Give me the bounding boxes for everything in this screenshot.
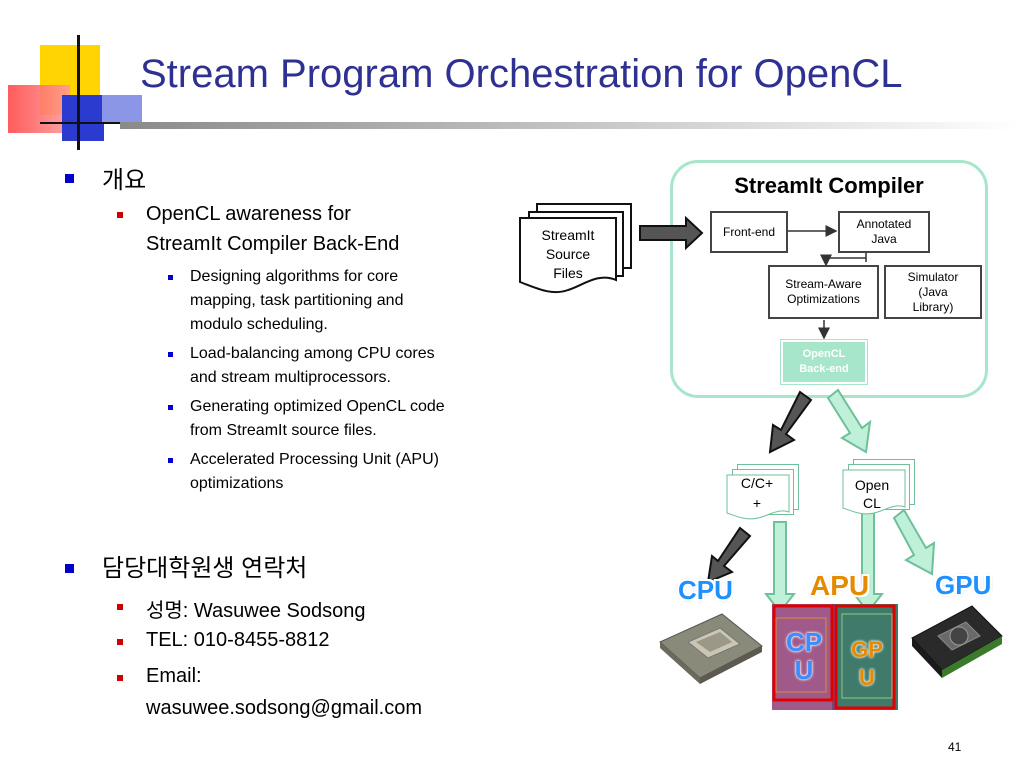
front-end-box: Front-end <box>710 211 788 253</box>
simulator-box: Simulator (Java Library) <box>884 265 982 319</box>
opencl-backend-line1: OpenCL <box>802 348 846 360</box>
bullet-icon <box>168 352 173 357</box>
opencl-output-line2: CL <box>863 495 881 511</box>
simulator-line1: Simulator <box>907 269 959 284</box>
contact-email-label: Email: <box>146 665 202 687</box>
c-output-line2: + <box>752 495 762 511</box>
apu-cpu-line2: U <box>794 655 814 685</box>
gpu-label: GPU <box>935 570 992 600</box>
bullet-icon <box>168 458 173 463</box>
annotated-java-line1: Annotated <box>856 217 912 231</box>
apu-gpu-label: GP U <box>840 636 894 692</box>
subitem-3-line2: from StreamIt source files. <box>190 422 377 439</box>
cpu-chip-icon <box>659 613 763 684</box>
source-files-line1: StreamIt <box>541 227 595 243</box>
c-to-apu-arrow <box>763 521 797 614</box>
opencl-backend-box: OpenCL Back-end <box>780 339 868 385</box>
document-icon <box>519 217 617 294</box>
page-number: 41 <box>948 740 962 754</box>
subitem-2-line1: Load-balancing among CPU cores <box>190 345 435 362</box>
backend-to-c-arrow <box>768 390 813 454</box>
item1-line2: StreamIt Compiler Back-End <box>146 233 400 255</box>
subitem-2-line2: and stream multiprocessors. <box>190 369 391 386</box>
opencl-backend-line2: Back-end <box>799 363 849 375</box>
annotated-java-line2: Java <box>871 232 897 246</box>
page-title: Stream Program Orchestration for OpenCL <box>140 52 903 96</box>
stream-aware-box: Stream-Aware Optimizations <box>768 265 879 319</box>
subitem-4-line1: Accelerated Processing Unit (APU) <box>190 451 439 468</box>
cpu-label: CPU <box>678 575 733 605</box>
apu-gpu-line2: U <box>859 665 875 690</box>
document-icon <box>842 469 906 515</box>
apu-cpu-label: CP U <box>776 628 832 684</box>
subitem-1-line1: Designing algorithms for core <box>190 268 399 285</box>
bullet-icon <box>168 275 173 280</box>
gpu-card-icon <box>911 605 1003 678</box>
bullet-icon <box>65 564 74 573</box>
c-output-line1: C/C+ <box>740 475 774 491</box>
contact-heading: 담당대학원생 연락처 <box>102 555 308 582</box>
front-end-label: Front-end <box>722 224 776 239</box>
item1-line1: OpenCL awareness for <box>146 203 351 225</box>
bullet-icon <box>117 604 123 610</box>
subitem-4-line2: optimizations <box>190 475 284 492</box>
opencl-to-apu-arrow <box>851 511 885 614</box>
opencl-output-line1: Open <box>854 477 890 493</box>
simulator-line2: (Java <box>918 284 948 299</box>
subitem-3-line1: Generating optimized OpenCL code <box>190 398 445 415</box>
document-icon <box>726 474 790 520</box>
apu-die-icon <box>772 604 898 710</box>
bullet-icon <box>168 405 173 410</box>
compiler-title: StreamIt Compiler <box>734 173 924 198</box>
apu-cpu-line1: CP <box>785 627 823 657</box>
subitem-1-line2: mapping, task partitioning and <box>190 292 404 309</box>
stream-aware-line2: Optimizations <box>787 292 860 306</box>
backend-to-opencl-arrow <box>826 388 872 454</box>
subitem-1-line3: modulo scheduling. <box>190 316 328 333</box>
bullet-icon <box>117 639 123 645</box>
contact-email: wasuwee.sodsong@gmail.com <box>146 697 422 719</box>
bullet-icon <box>65 174 74 183</box>
contact-tel: TEL: 010-8455-8812 <box>146 629 330 651</box>
annotated-java-box: Annotated Java <box>838 211 930 253</box>
source-files-line2: Source <box>545 246 591 262</box>
source-to-compiler-arrow <box>639 215 704 251</box>
stream-aware-line1: Stream-Aware <box>785 277 862 291</box>
c-to-cpu-arrow <box>706 526 752 584</box>
simulator-line3: Library) <box>912 299 954 314</box>
contact-name: 성명: Wasuwee Sodsong <box>146 600 366 622</box>
bullet-icon <box>117 675 123 681</box>
bullet-icon <box>117 212 123 218</box>
opencl-to-gpu-arrow <box>892 508 936 576</box>
overview-heading: 개요 <box>102 167 147 194</box>
source-files-line3: Files <box>553 265 583 281</box>
title-divider <box>120 122 1020 129</box>
apu-gpu-line1: GP <box>851 637 883 662</box>
apu-label: APU <box>810 570 870 601</box>
